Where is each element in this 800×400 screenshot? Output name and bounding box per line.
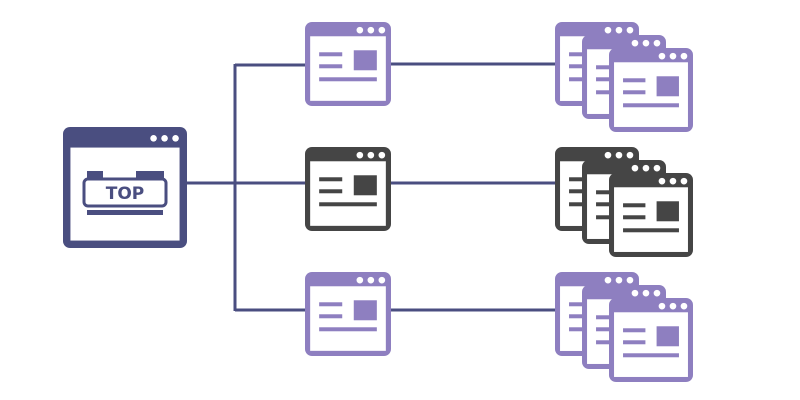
window-dot-icon xyxy=(658,52,666,60)
window-dot-icon xyxy=(658,177,666,185)
window-dot-icon xyxy=(172,134,179,142)
window-dot-icon xyxy=(378,26,386,34)
text-line xyxy=(596,315,619,320)
window-dot-icon xyxy=(653,289,661,297)
text-line xyxy=(596,327,619,332)
window-dot-icon xyxy=(604,276,612,284)
text-line xyxy=(319,177,343,182)
window-dot-icon xyxy=(615,26,623,34)
window-dot-icon xyxy=(356,26,364,34)
page-stack-middle xyxy=(555,147,693,257)
text-line xyxy=(569,64,592,69)
page-stack-lower xyxy=(555,272,693,382)
window-dot-icon xyxy=(378,151,386,159)
window-dot-icon xyxy=(150,134,157,142)
text-line xyxy=(623,353,679,358)
image-block-icon xyxy=(353,50,377,71)
text-line xyxy=(319,52,343,57)
text-line xyxy=(319,202,377,207)
window-dot-icon xyxy=(367,151,375,159)
top-page-window xyxy=(63,127,187,248)
top-button-shape xyxy=(82,177,168,208)
window-dot-icon xyxy=(680,52,688,60)
branch-middle xyxy=(305,147,693,257)
window-dot-icon xyxy=(626,276,634,284)
window-dot-icon xyxy=(669,177,677,185)
underline-bar xyxy=(87,210,163,215)
window-dot-icon xyxy=(658,302,666,310)
top-page-label: TOP xyxy=(106,184,145,204)
text-line xyxy=(623,103,679,108)
image-block-icon xyxy=(353,300,377,321)
page-stack-upper xyxy=(555,22,693,132)
text-line xyxy=(319,314,343,319)
window-dot-icon xyxy=(669,52,677,60)
window-dot-icon xyxy=(367,276,375,284)
window-dot-icon xyxy=(631,289,639,297)
tab-shape xyxy=(87,171,103,179)
window-dot-icon xyxy=(680,177,688,185)
window-dot-icon xyxy=(615,276,623,284)
window-dot-icon xyxy=(356,276,364,284)
page-window-lower xyxy=(305,272,391,356)
text-line xyxy=(596,77,619,82)
window-dot-icon xyxy=(631,164,639,172)
text-line xyxy=(569,302,592,307)
text-line xyxy=(569,189,592,194)
window-dot-icon xyxy=(626,151,634,159)
text-line xyxy=(319,302,343,307)
text-line xyxy=(623,215,646,220)
window-dot-icon xyxy=(631,39,639,47)
stack-page-window xyxy=(609,298,693,382)
text-line xyxy=(319,327,377,332)
text-line xyxy=(319,77,377,82)
page-window-middle xyxy=(305,147,391,231)
branches xyxy=(305,22,693,382)
window-dot-icon xyxy=(626,26,634,34)
stack-page-window xyxy=(609,173,693,257)
image-block-icon xyxy=(656,201,679,222)
window-dot-icon xyxy=(642,289,650,297)
branch-upper xyxy=(305,22,693,132)
text-line xyxy=(623,203,646,208)
text-line xyxy=(596,65,619,70)
text-line xyxy=(569,52,592,57)
text-line xyxy=(319,189,343,194)
window-dot-icon xyxy=(367,26,375,34)
window-dot-icon xyxy=(604,26,612,34)
text-line xyxy=(596,202,619,207)
window-dot-icon xyxy=(378,276,386,284)
window-dot-icon xyxy=(161,134,168,142)
text-line xyxy=(623,328,646,333)
branch-lower xyxy=(305,272,693,382)
text-line xyxy=(319,64,343,69)
window-dot-icon xyxy=(680,302,688,310)
text-line xyxy=(623,340,646,345)
connector-lines xyxy=(187,62,556,312)
window-dot-icon xyxy=(604,151,612,159)
window-dot-icon xyxy=(356,151,364,159)
image-block-icon xyxy=(656,326,679,347)
text-line xyxy=(623,228,679,233)
stack-page-window xyxy=(609,48,693,132)
text-line xyxy=(623,90,646,95)
window-dot-icon xyxy=(642,39,650,47)
text-line xyxy=(569,314,592,319)
image-block-icon xyxy=(656,76,679,97)
text-line xyxy=(623,78,646,83)
window-dot-icon xyxy=(615,151,623,159)
text-line xyxy=(569,177,592,182)
tab-shape xyxy=(136,171,164,179)
window-dot-icon xyxy=(653,39,661,47)
text-line xyxy=(596,190,619,195)
window-dot-icon xyxy=(653,164,661,172)
page-window-upper xyxy=(305,22,391,106)
window-dot-icon xyxy=(669,302,677,310)
window-dot-icon xyxy=(642,164,650,172)
image-block-icon xyxy=(353,175,377,196)
